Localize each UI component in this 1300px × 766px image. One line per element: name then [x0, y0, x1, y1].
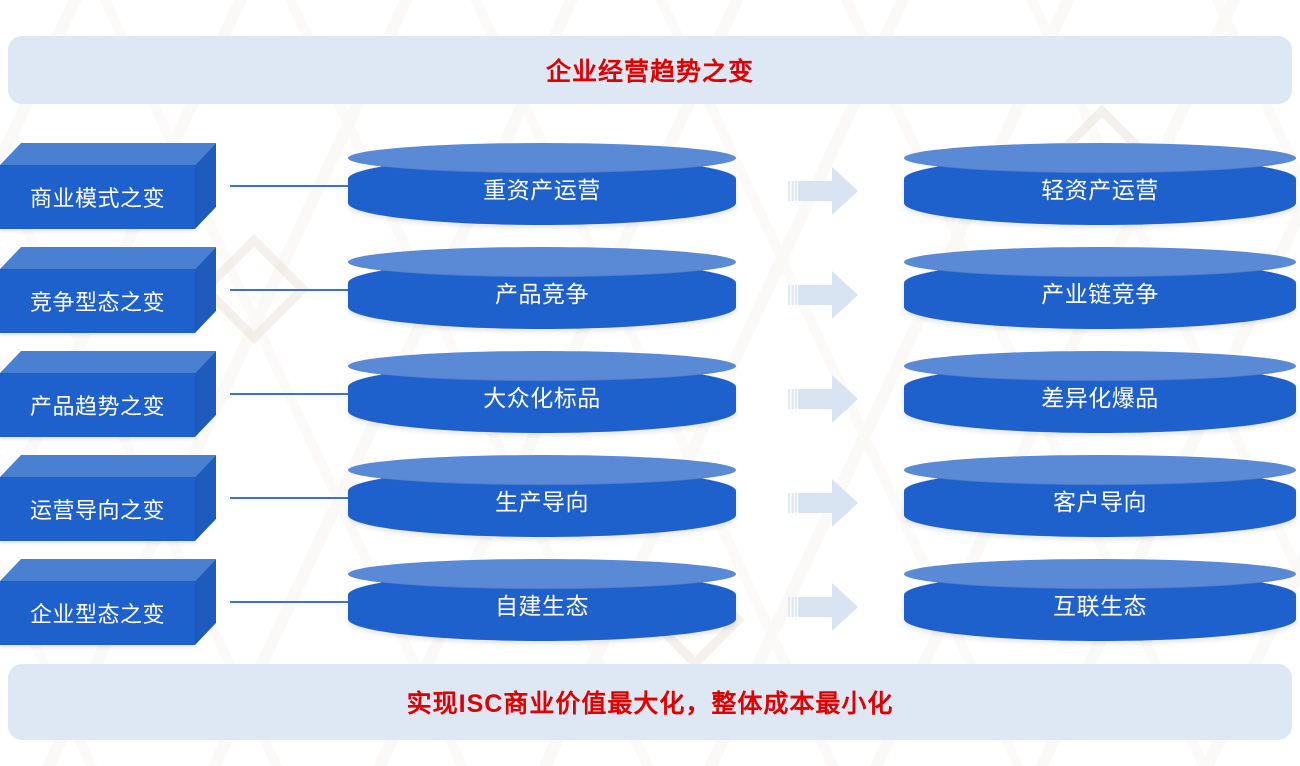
from-label: 重资产运营	[483, 177, 601, 203]
arrow-head	[798, 271, 858, 319]
category-box-front-face: 竞争型态之变	[0, 269, 195, 333]
to-label: 互联生态	[1053, 593, 1147, 619]
cylinder-top-ellipse	[348, 351, 736, 381]
page-title: 企业经营趋势之变	[545, 58, 754, 86]
category-label: 竞争型态之变	[29, 290, 165, 315]
category-box[interactable]: 商业模式之变	[0, 143, 216, 229]
category-box[interactable]: 竞争型态之变	[0, 247, 216, 333]
footer-banner: 实现ISC商业价值最大化，整体成本最小化	[8, 664, 1292, 740]
cylinder-top-ellipse	[904, 247, 1296, 277]
cylinder-top-ellipse	[348, 247, 736, 277]
category-label: 产品趋势之变	[29, 394, 165, 419]
from-label: 产品竞争	[495, 281, 589, 307]
arrow-head	[798, 479, 858, 527]
category-box[interactable]: 运营导向之变	[0, 455, 216, 541]
right-arrow-icon	[788, 375, 858, 423]
arrow-tail	[788, 285, 797, 305]
to-label: 产业链竞争	[1041, 281, 1159, 307]
from-label: 大众化标品	[483, 385, 601, 411]
arrow-tail	[788, 389, 797, 409]
diagram-row: 竞争型态之变 产品竞争 产业链竞争	[0, 247, 1300, 343]
connector-line	[230, 497, 348, 499]
category-box-top-face	[0, 455, 216, 477]
cylinder-top-ellipse	[904, 455, 1296, 485]
cylinder-top-ellipse	[348, 143, 736, 173]
from-cylinder[interactable]: 大众化标品	[348, 351, 736, 437]
to-label: 客户导向	[1053, 489, 1147, 515]
cylinder-top-ellipse	[348, 559, 736, 589]
diagram-row: 产品趋势之变 大众化标品 差异化爆品	[0, 351, 1300, 447]
category-box-top-face	[0, 143, 216, 165]
category-box-side-face	[195, 559, 216, 645]
arrow-tail	[788, 493, 797, 513]
from-label: 生产导向	[495, 489, 589, 515]
from-cylinder[interactable]: 自建生态	[348, 559, 736, 645]
category-box-front-face: 产品趋势之变	[0, 373, 195, 437]
to-cylinder[interactable]: 差异化爆品	[904, 351, 1296, 437]
category-box-front-face: 商业模式之变	[0, 165, 195, 229]
category-box-top-face	[0, 559, 216, 581]
connector-line	[230, 601, 348, 603]
from-cylinder[interactable]: 产品竞争	[348, 247, 736, 333]
category-box-side-face	[195, 143, 216, 229]
right-arrow-icon	[788, 479, 858, 527]
category-box-front-face: 企业型态之变	[0, 581, 195, 645]
to-cylinder[interactable]: 客户导向	[904, 455, 1296, 541]
arrow-head	[798, 375, 858, 423]
cylinder-top-ellipse	[904, 559, 1296, 589]
category-box-top-face	[0, 247, 216, 269]
category-label: 商业模式之变	[29, 186, 165, 211]
arrow-tail	[788, 597, 797, 617]
cylinder-top-ellipse	[904, 351, 1296, 381]
diagram-row: 企业型态之变 自建生态 互联生态	[0, 559, 1300, 655]
arrow-head	[798, 583, 858, 631]
footer-title: 实现ISC商业价值最大化，整体成本最小化	[406, 690, 894, 718]
connector-line	[230, 289, 348, 291]
category-box[interactable]: 产品趋势之变	[0, 351, 216, 437]
category-label: 企业型态之变	[29, 602, 165, 627]
diagram-row: 商业模式之变 重资产运营 轻资产运营	[0, 143, 1300, 239]
connector-line	[230, 185, 348, 187]
to-cylinder[interactable]: 互联生态	[904, 559, 1296, 645]
category-box-top-face	[0, 351, 216, 373]
from-cylinder[interactable]: 生产导向	[348, 455, 736, 541]
category-box-side-face	[195, 455, 216, 541]
category-box-side-face	[195, 351, 216, 437]
to-cylinder[interactable]: 产业链竞争	[904, 247, 1296, 333]
category-box-front-face: 运营导向之变	[0, 477, 195, 541]
to-label: 轻资产运营	[1041, 177, 1159, 203]
header-banner: 企业经营趋势之变	[8, 36, 1292, 104]
cylinder-top-ellipse	[348, 455, 736, 485]
right-arrow-icon	[788, 271, 858, 319]
right-arrow-icon	[788, 583, 858, 631]
category-box[interactable]: 企业型态之变	[0, 559, 216, 645]
connector-line	[230, 393, 348, 395]
arrow-head	[798, 167, 858, 215]
to-cylinder[interactable]: 轻资产运营	[904, 143, 1296, 229]
from-label: 自建生态	[495, 593, 589, 619]
arrow-tail	[788, 181, 797, 201]
diagram-row: 运营导向之变 生产导向 客户导向	[0, 455, 1300, 551]
from-cylinder[interactable]: 重资产运营	[348, 143, 736, 229]
cylinder-top-ellipse	[904, 143, 1296, 173]
to-label: 差异化爆品	[1041, 385, 1159, 411]
category-label: 运营导向之变	[29, 498, 165, 523]
category-box-side-face	[195, 247, 216, 333]
right-arrow-icon	[788, 167, 858, 215]
